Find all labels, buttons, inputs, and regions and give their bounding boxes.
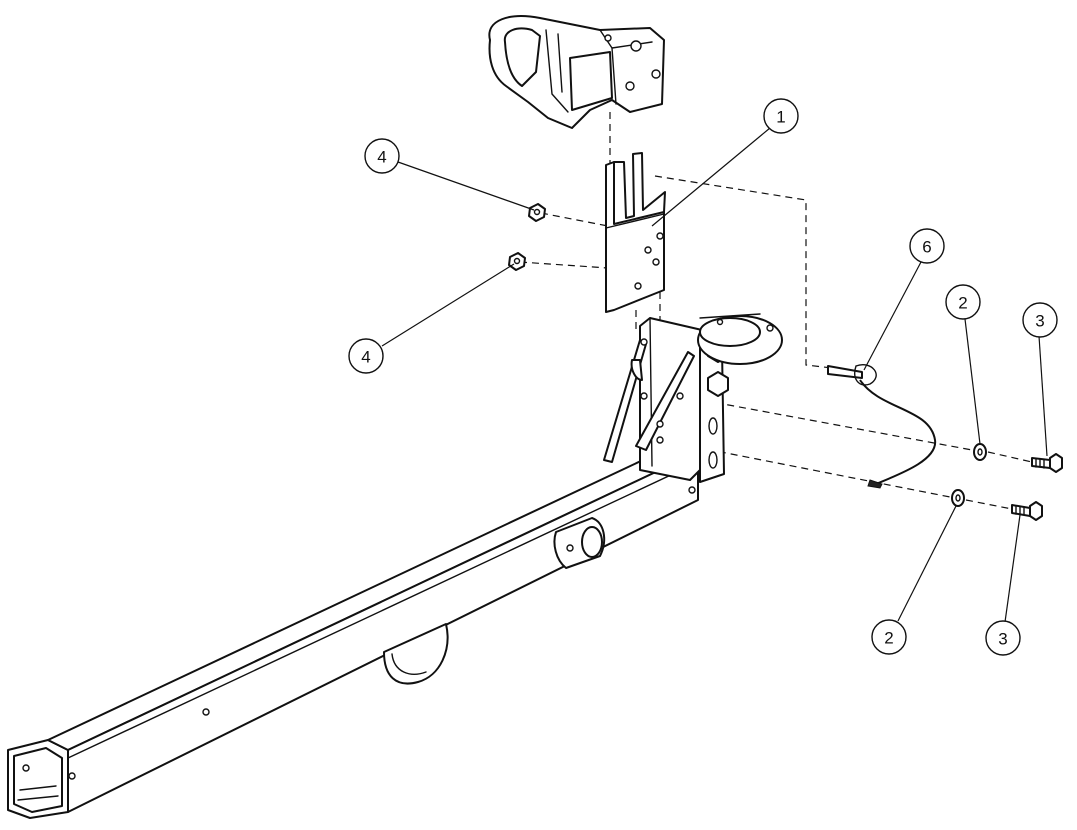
callout-balloon-2a: 2 [945, 284, 981, 320]
bolt-upper [1031, 453, 1063, 473]
callout-label-2a: 2 [958, 294, 967, 313]
callout-label-4a: 4 [377, 148, 386, 167]
callout-balloon-3b: 3 [985, 620, 1021, 656]
callout-label-3a: 3 [1035, 312, 1044, 331]
washer-lower [951, 489, 965, 507]
callout-balloon-2b: 2 [871, 619, 907, 655]
washer-upper [973, 443, 987, 461]
mount-ring [697, 313, 783, 365]
callout-balloon-6: 6 [909, 228, 945, 264]
callout-label-2b: 2 [884, 629, 893, 648]
lynch-pin [827, 364, 937, 489]
callout-balloon-3a: 3 [1022, 302, 1058, 338]
vertical-mount [603, 317, 729, 483]
adapter-plate [605, 152, 666, 313]
hitch-receiver [488, 15, 665, 129]
callout-label-6: 6 [922, 238, 931, 257]
main-tube [7, 451, 699, 819]
callout-balloon-1: 1 [763, 98, 799, 134]
callout-label-1: 1 [776, 108, 785, 127]
callout-label-4b: 4 [361, 348, 370, 367]
nut-upper [528, 203, 546, 222]
callout-balloon-4a: 4 [364, 138, 400, 174]
bolt-lower [1011, 501, 1043, 521]
leader-lines [381, 127, 1048, 623]
callout-balloon-4b: 4 [348, 338, 384, 374]
nut-lower [508, 252, 526, 271]
callout-label-3b: 3 [998, 630, 1007, 649]
